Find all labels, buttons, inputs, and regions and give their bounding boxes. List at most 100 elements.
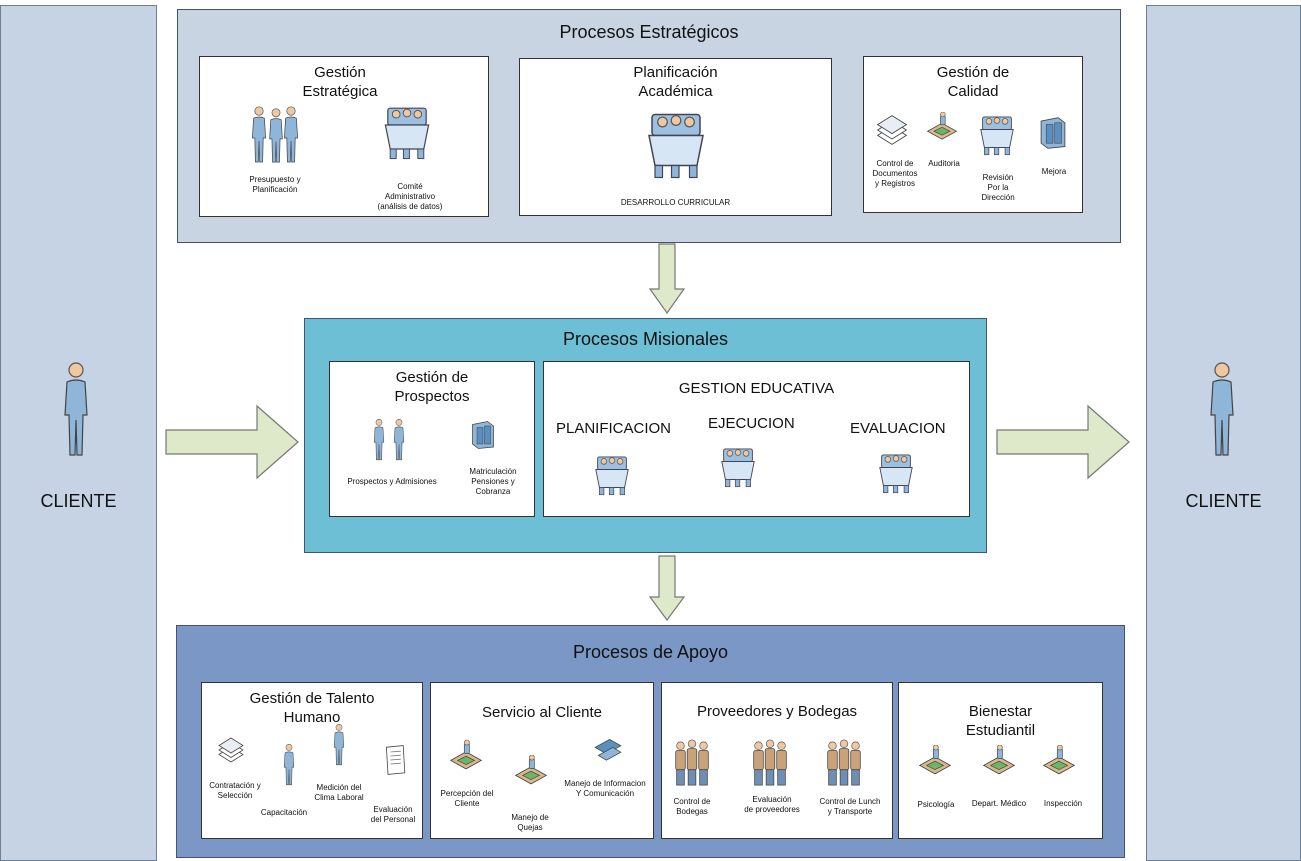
- meeting-icon: [594, 450, 630, 498]
- procesos-misionales-band: Procesos Misionales Gestión de Prospecto…: [304, 318, 987, 553]
- cash-register-icon: [468, 420, 498, 450]
- gestion-educativa-box: GESTION EDUCATIVA PLANIFICACION EJECUCIO…: [543, 361, 970, 517]
- box-title-line1: Gestión de: [395, 369, 469, 386]
- meeting-icon: [720, 442, 756, 490]
- cliente-left-label: CLIENTE: [40, 491, 117, 511]
- capacitacion-label: Capacitación: [260, 808, 308, 817]
- control-bodegas-label: Control de Bodegas: [662, 797, 722, 817]
- box-title-line1: Gestión: [314, 64, 366, 81]
- contratacion-label: Contratación y Selección: [202, 781, 268, 801]
- box-title: Proveedores y Bodegas: [696, 703, 858, 720]
- inspector-desk-icon: [1041, 745, 1077, 779]
- planificacion-academica-box: Planificación Académica DESARROLLO CURRI…: [519, 58, 832, 216]
- mejora-label: Mejora: [1041, 167, 1067, 176]
- evaluacion-personal-label: Evaluación del Personal: [362, 805, 424, 825]
- cliente-left-column: CLIENTE: [0, 5, 157, 861]
- control-documentos-label: Control de Documentos y Registros: [864, 159, 926, 189]
- label-line: de proveedores: [744, 805, 800, 814]
- label-line: y Registros: [874, 179, 915, 188]
- document-icon: [384, 743, 408, 777]
- label-line: Percepción del: [440, 789, 494, 798]
- person-icon: [61, 350, 91, 470]
- label-line: Documentos: [872, 169, 918, 178]
- label-line: Evaluación: [373, 805, 413, 814]
- label-line: Administrativo: [384, 192, 436, 201]
- label-line: Cobranza: [475, 487, 511, 496]
- presupuesto-label: Presupuesto y Planificación: [230, 175, 320, 195]
- box-title-line1: Bienestar: [968, 703, 1033, 720]
- arrow-down-icon: [649, 555, 685, 622]
- phone-icon: [591, 733, 625, 765]
- procesos-apoyo-band: Procesos de Apoyo Gestión de Talento Hum…: [176, 625, 1125, 858]
- label-line: Pensiones y: [471, 477, 515, 486]
- label-line: Selección: [217, 791, 253, 800]
- box-title-line1: Planificación: [633, 64, 718, 81]
- psicologia-label: Psicología: [917, 800, 955, 809]
- label-line: Bodegas: [676, 807, 708, 816]
- box-title-line2: Estratégica: [302, 83, 378, 100]
- label-line: del Personal: [370, 815, 416, 824]
- evaluacion-proveedores-label: Evaluación de proveedores: [732, 795, 812, 815]
- band-title: Procesos Estratégicos: [559, 22, 739, 42]
- label-line: Por la: [987, 183, 1009, 192]
- label-line: Control de Lunch: [819, 797, 881, 806]
- depart-medico-label: Depart. Médico: [971, 799, 1027, 808]
- label-line: Control de: [876, 159, 914, 168]
- person-icon: [1207, 350, 1237, 470]
- evaluacion-label: EVALUACION: [850, 420, 946, 437]
- label-line: Evaluación: [752, 795, 792, 804]
- box-title: Servicio al Cliente: [481, 704, 603, 721]
- label-line: Dirección: [981, 193, 1015, 202]
- label-line: Presupuesto y: [249, 175, 301, 184]
- meeting-icon: [979, 111, 1015, 157]
- bienestar-estudiantil-box: Bienestar Estudiantil Psicología Depart.…: [898, 682, 1103, 839]
- servicio-cliente-box: Servicio al Cliente Percepción del Clien…: [430, 682, 654, 839]
- meeting-icon: [646, 103, 706, 183]
- box-title-line2: Académica: [638, 83, 713, 100]
- manejo-quejas-label: Manejo de Quejas: [497, 813, 563, 833]
- label-line: Comité: [397, 182, 423, 191]
- label-line: Revisión: [982, 173, 1014, 182]
- label-line: Cliente: [454, 799, 480, 808]
- box-title-line1: Gestión de: [936, 64, 1010, 81]
- auditoria-label: Auditoria: [928, 159, 960, 168]
- gestion-prospectos-box: Gestión de Prospectos Prospectos y Admis…: [329, 361, 535, 517]
- manejo-informacion-label: Manejo de Informacion Y Comunicación: [555, 779, 655, 799]
- service-desk-icon: [513, 755, 549, 789]
- label-line: Matriculación: [469, 467, 517, 476]
- label-line: Clima Laboral: [314, 793, 364, 802]
- ejecucion-label: EJECUCION: [708, 415, 795, 432]
- box-title-line2: Estudiantil: [965, 722, 1036, 739]
- comite-label: Comité Administrativo (análisis de datos…: [360, 182, 460, 212]
- label-line: Planificación: [252, 185, 298, 194]
- label-line: Manejo de Informacion: [564, 779, 646, 788]
- documents-icon: [216, 735, 246, 765]
- box-title: GESTION EDUCATIVA: [678, 380, 835, 397]
- box-title-line1: Gestión de Talento: [249, 690, 375, 707]
- workers-group-icon: [824, 739, 864, 787]
- label-line: Quejas: [517, 823, 543, 832]
- arrow-down-icon: [649, 243, 685, 315]
- box-title-line2: Calidad: [947, 83, 999, 100]
- doctor-desk-icon: [981, 745, 1017, 779]
- workers-group-icon: [750, 739, 790, 787]
- label-line: Medición del: [316, 783, 362, 792]
- label-line: Y Comunicación: [575, 789, 635, 798]
- auditor-desk-icon: [926, 112, 958, 144]
- prospectos-admisiones-label: Prospectos y Admisiones: [347, 477, 437, 486]
- gestion-talento-humano-box: Gestión de Talento Humano Contratación y…: [201, 682, 423, 839]
- trainer-board-icon: [278, 743, 300, 787]
- label-line: Contratación y: [209, 781, 261, 790]
- psychologist-desk-icon: [917, 745, 953, 779]
- arrow-right-icon: [165, 404, 299, 480]
- medicion-clima-label: Medición del Clima Laboral: [306, 783, 372, 803]
- revision-direccion-label: Revisión Por la Dirección: [970, 173, 1026, 203]
- planificacion-label: PLANIFICACION: [556, 420, 672, 437]
- procesos-estrategicos-band: Procesos Estratégicos Gestión Estratégic…: [177, 9, 1121, 243]
- desarrollo-curricular-label: DESARROLLO CURRICULAR: [620, 198, 731, 207]
- label-line: (análisis de datos): [377, 202, 443, 211]
- label-line: Manejo de: [511, 813, 549, 822]
- person-icon: [332, 723, 346, 767]
- reception-desk-icon: [449, 737, 483, 777]
- people-group-icon: [250, 105, 302, 167]
